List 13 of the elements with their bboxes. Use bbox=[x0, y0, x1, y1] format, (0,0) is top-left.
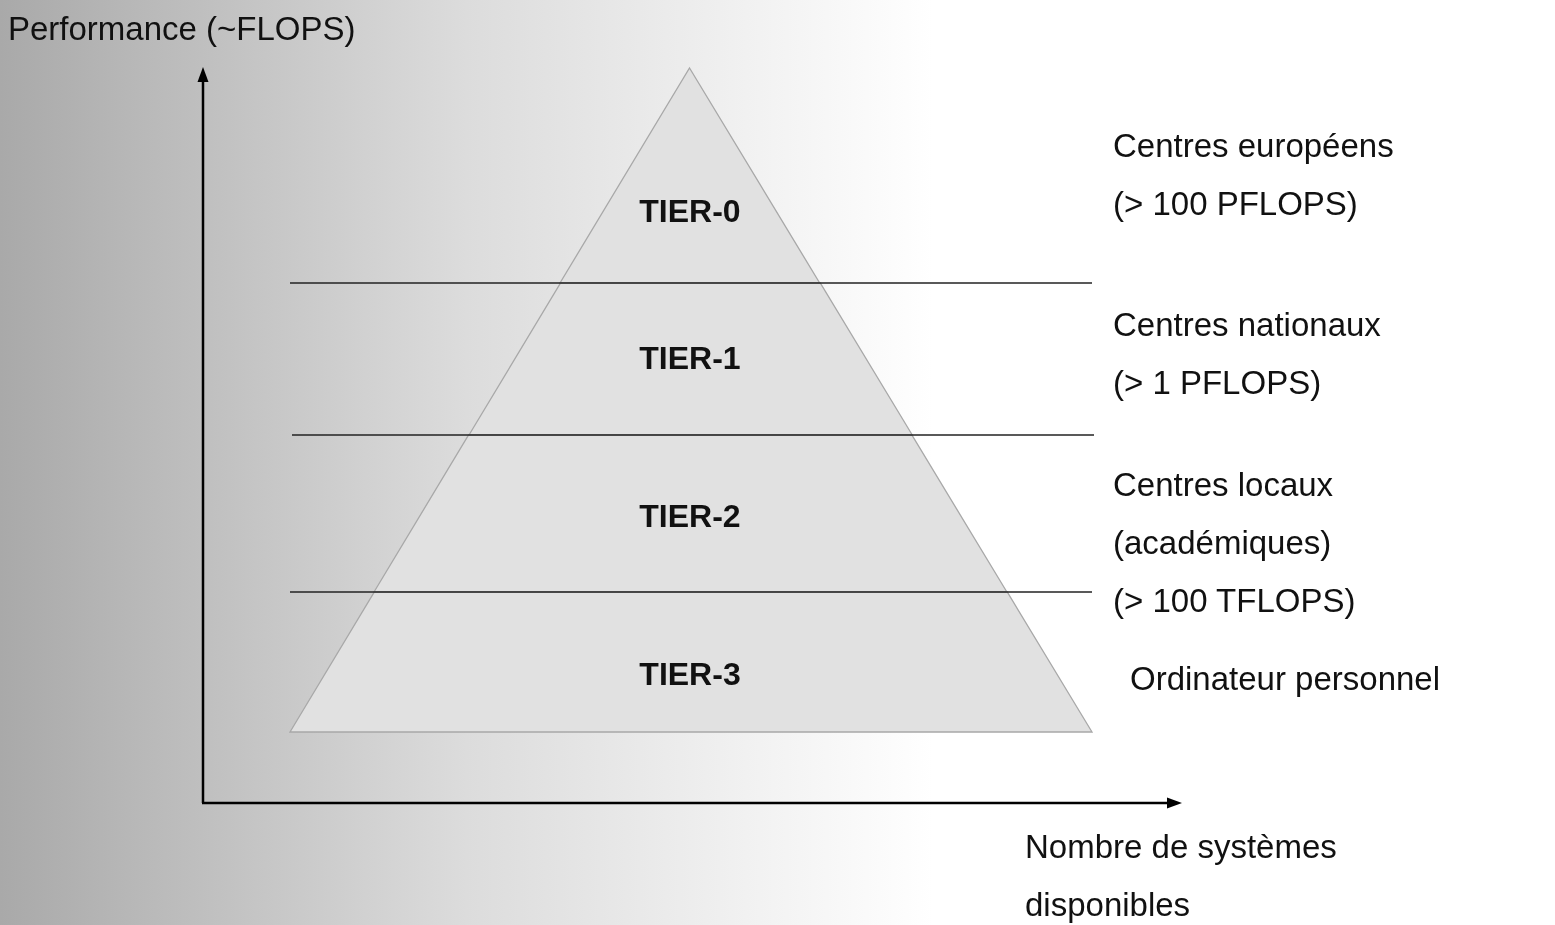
tier-label: TIER-1 bbox=[639, 340, 741, 377]
tier-label: TIER-2 bbox=[639, 498, 741, 535]
axis-label: Nombre de systèmes disponibles bbox=[1025, 827, 1338, 925]
tier-description: Ordinateur personnel bbox=[1130, 659, 1442, 699]
tier-description: (> 100 TFLOPS) bbox=[1113, 581, 1357, 621]
tier-description: (> 100 PFLOPS) bbox=[1113, 184, 1359, 224]
tier-description: (> 1 PFLOPS) bbox=[1113, 363, 1323, 403]
tier-label: TIER-3 bbox=[639, 656, 741, 693]
tier-description: Centres nationaux bbox=[1113, 305, 1382, 345]
tier-label: TIER-0 bbox=[639, 193, 741, 230]
tier-description: Centres locaux (académiques) bbox=[1113, 465, 1335, 563]
axis-label: Performance (~FLOPS) bbox=[8, 9, 357, 49]
tier-description: Centres européens bbox=[1113, 126, 1395, 166]
